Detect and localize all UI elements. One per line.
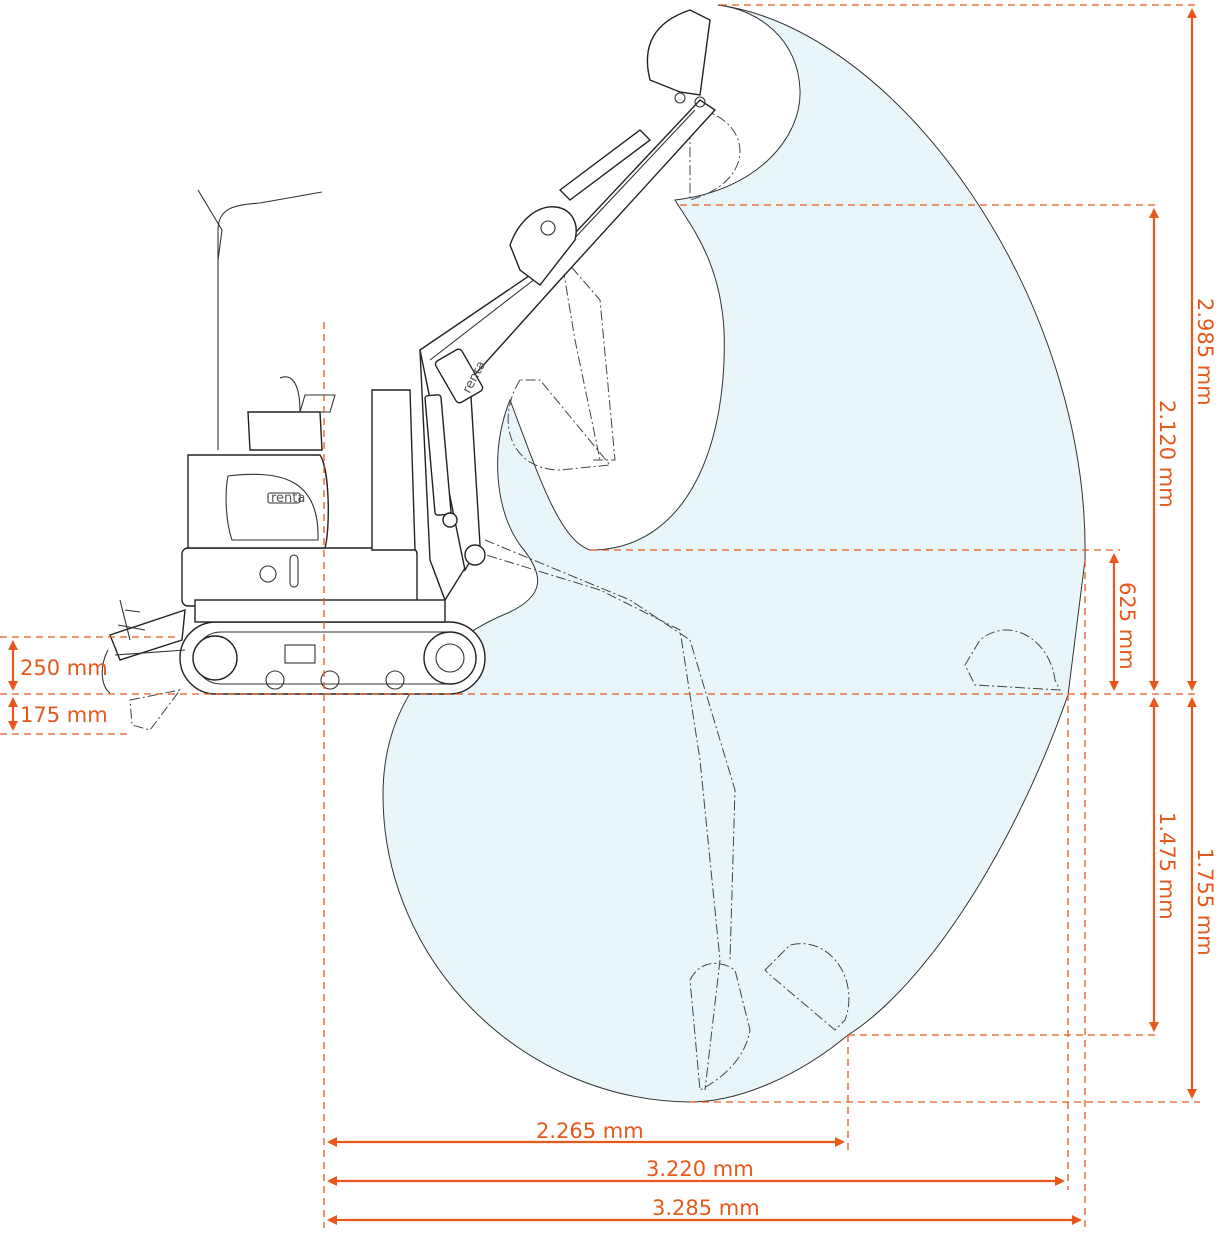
- dim-reach-2265: 2.265 mm: [536, 1119, 644, 1143]
- dim-reach-ground: 3.220 mm: [646, 1157, 754, 1181]
- boom-ghost-positions: [469, 109, 1061, 1091]
- dim-max-reach: 3.285 mm: [652, 1196, 760, 1220]
- reference-lines: [0, 4, 1200, 1228]
- dimension-arrows: [8, 7, 1197, 1225]
- excavator-drawing: renta renta: [101, 9, 717, 731]
- dim-blade-lift: 250 mm: [20, 656, 108, 680]
- dim-vertical-dig-depth: 1.475 mm: [1155, 812, 1179, 920]
- dim-blade-depth: 175 mm: [20, 703, 108, 727]
- dim-max-dump-height: 2.120 mm: [1155, 400, 1179, 508]
- body-logo: renta: [271, 491, 305, 506]
- reach-envelope: [382, 4, 1086, 1103]
- dim-625: 625 mm: [1115, 582, 1139, 670]
- dim-max-dig-depth: 1.755 mm: [1193, 848, 1217, 956]
- dim-max-height: 2.985 mm: [1193, 298, 1217, 406]
